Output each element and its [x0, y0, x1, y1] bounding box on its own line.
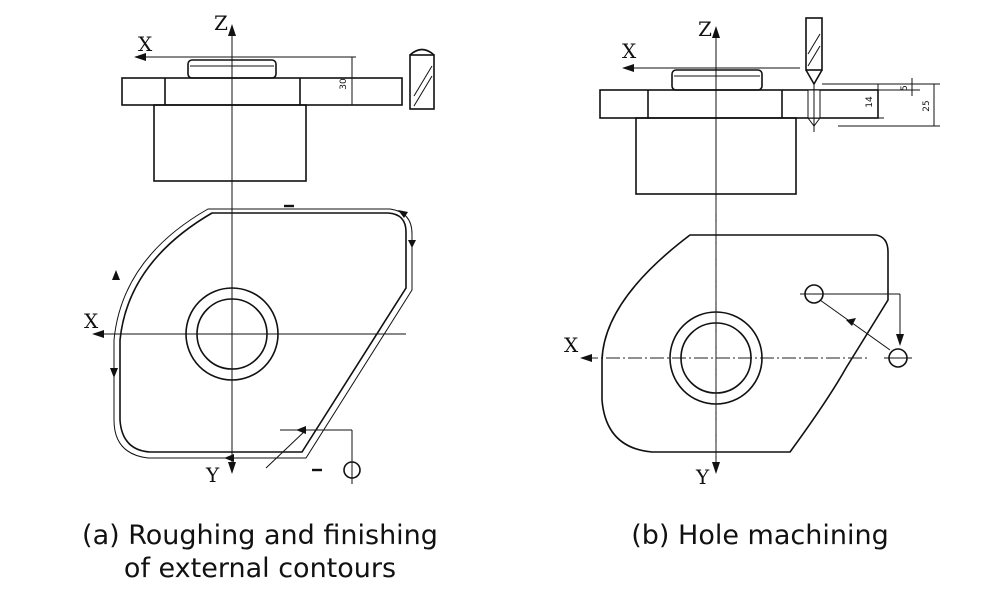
- dim-depth-a-label: 5: [900, 85, 910, 91]
- toolpath-arrow-bottom: [224, 454, 234, 462]
- end-mill-shank: [409, 48, 435, 56]
- top-boss: [187, 59, 277, 79]
- caption-panel-b: (b) Hole machining: [631, 520, 889, 551]
- workpiece-outline: [119, 212, 407, 453]
- contour-toolpath: [113, 208, 413, 459]
- end-mill-flute-1: [413, 65, 433, 97]
- x-axis-top-arrow: [134, 53, 146, 61]
- x-axis-plan-arrow: [92, 330, 104, 338]
- drill-point: [805, 69, 823, 86]
- drill-flute-2: [807, 45, 821, 67]
- end-mill-body: [409, 54, 435, 110]
- toolpath-arrow-left-low: [110, 368, 118, 378]
- boss-inner-circle-b: [680, 322, 752, 394]
- drill-path-diagonal: [819, 299, 891, 351]
- x-axis-top-label: X: [138, 32, 153, 56]
- boss-outer-circle-b: [669, 311, 763, 405]
- x-axis-plan-label: X: [84, 309, 99, 333]
- end-mill-flute-2: [413, 75, 433, 107]
- workpiece-outline-b: [601, 234, 889, 453]
- workpiece-body-b: [635, 117, 797, 195]
- panel-a-side-view: Z X 30: [121, 11, 435, 470]
- panel-b-side-view: Z X: [599, 17, 940, 470]
- y-axis-label: Y: [205, 463, 220, 487]
- z-axis-label-b: Z: [698, 17, 712, 41]
- x-axis-plan-label-b: X: [564, 333, 579, 357]
- approach-arrow: [296, 426, 306, 434]
- toolpath-arrow-corner: [398, 210, 408, 218]
- x-axis-top-arrow-b: [622, 64, 634, 72]
- y-axis-arrow-b: [712, 462, 720, 474]
- toolpath-arrow-left: [112, 270, 120, 280]
- hole-tip: [807, 117, 821, 127]
- drill-flute-1: [807, 33, 821, 55]
- drilled-hole-section: [807, 84, 821, 132]
- y-axis-arrow: [228, 462, 236, 474]
- z-axis-arrow-b: [712, 26, 720, 38]
- z-axis-arrow: [228, 24, 236, 36]
- x-axis-plan-arrow-b: [580, 354, 592, 362]
- boss-inner-circle: [196, 298, 268, 370]
- clamp-plate-b: [599, 89, 879, 119]
- z-axis-label: Z: [214, 11, 228, 35]
- drill-tool: [805, 17, 823, 86]
- x-axis-top-label-b: X: [622, 39, 637, 63]
- caption-a-line2: of external contours: [123, 553, 397, 584]
- dim-depth-c-label: 14: [865, 96, 875, 108]
- panel-a-plan-view: X Y: [84, 204, 416, 487]
- drill-path-arrow-diag: [846, 318, 856, 326]
- caption-panel-a: (a) Roughing and finishing of external c…: [40, 519, 480, 585]
- panel-b: Z X: [564, 17, 940, 489]
- dim-depth-b-label: 25: [922, 100, 932, 111]
- approach-path-diagonal: [265, 429, 307, 469]
- toolpath-arrow-right: [408, 240, 416, 248]
- y-axis-label-b: Y: [695, 465, 710, 489]
- top-boss-b: [671, 69, 763, 91]
- workpiece-body: [153, 104, 307, 182]
- end-mill-tool: [409, 48, 435, 110]
- boss-outer-circle: [185, 287, 279, 381]
- panel-b-plan-view: X Y: [564, 200, 912, 489]
- drill-path-arrow-down: [896, 334, 904, 346]
- dim-height-label: 30: [339, 78, 349, 90]
- panel-a: Z X 30: [84, 11, 435, 487]
- caption-a-line1: (a) Roughing and finishing: [82, 520, 438, 551]
- clamp-plate: [121, 77, 403, 106]
- drill-body: [805, 17, 823, 71]
